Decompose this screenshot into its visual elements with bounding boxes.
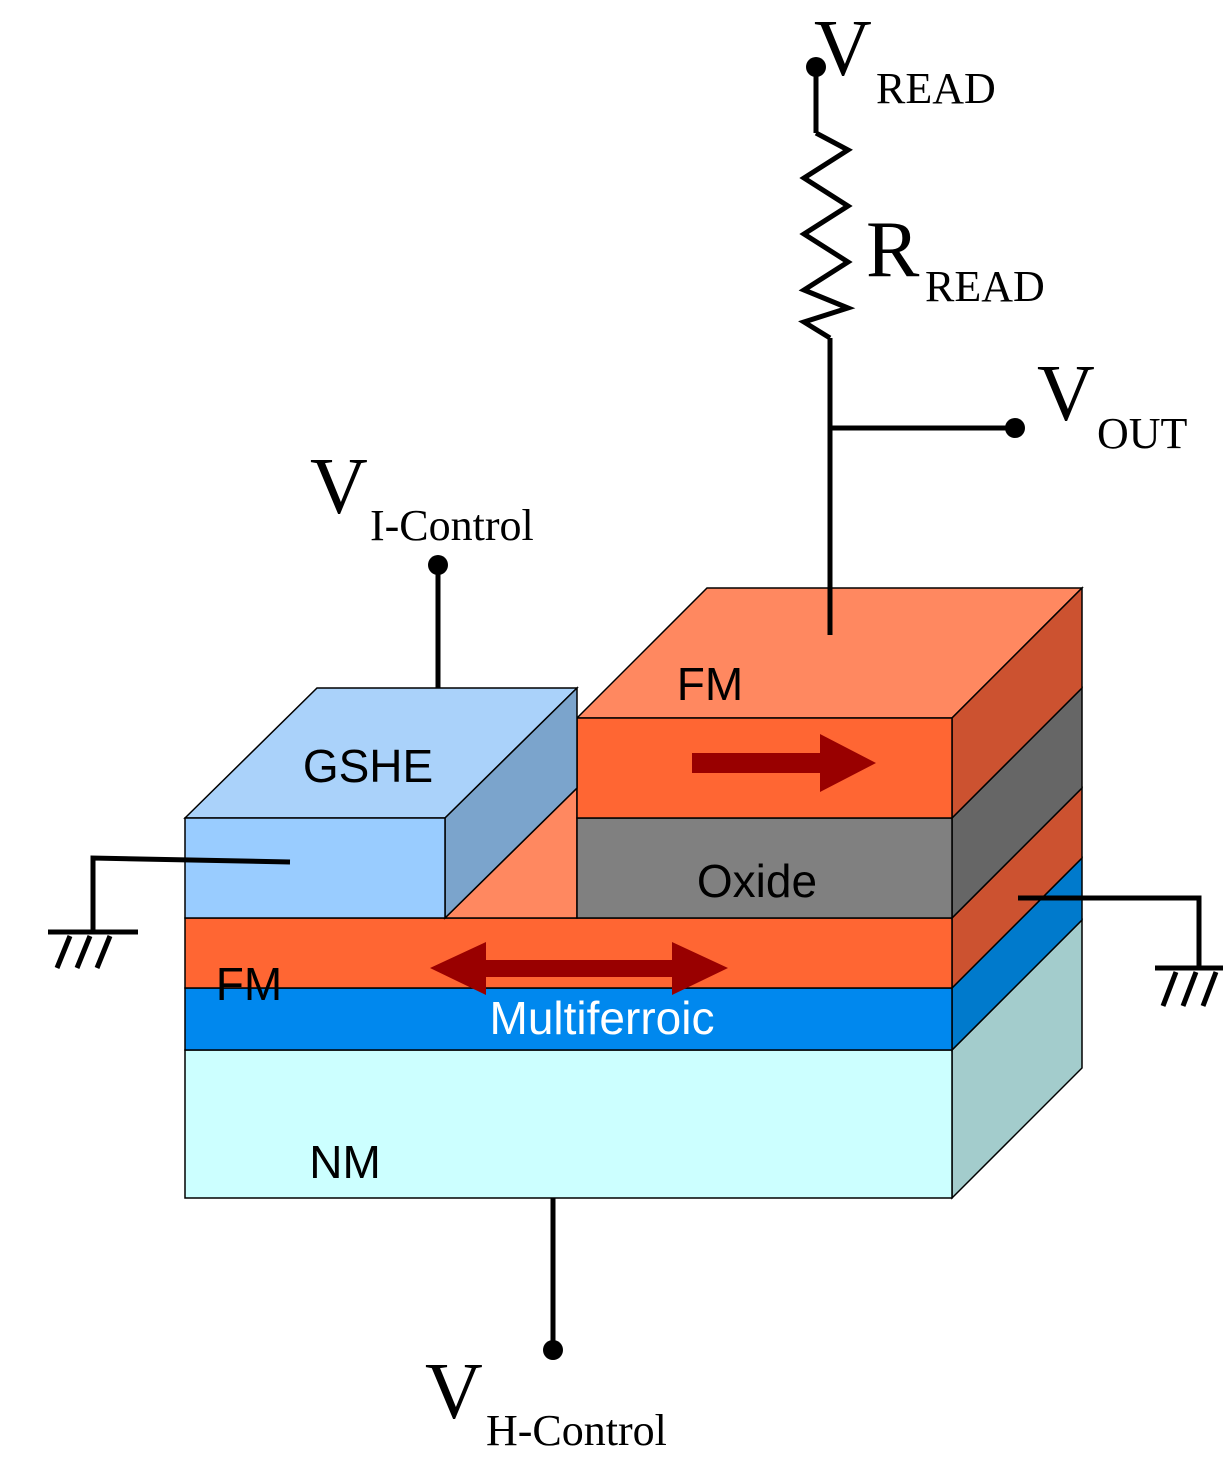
right-ground-hatch-3 (1200, 971, 1219, 1007)
fm-top-layer: FM (575, 586, 1084, 820)
nm-layer: NM (184, 918, 1083, 1200)
oxide-label: Oxide (697, 855, 817, 907)
left-ground-wire (90, 855, 291, 932)
fm-bottom-layer: FM (184, 786, 1083, 1010)
v-read-label: V READ (814, 5, 996, 113)
v-h-control-label: V H-Control (425, 1348, 667, 1455)
oxide-layer: Oxide (576, 686, 1083, 920)
gshe-layer: GSHE (183, 686, 579, 920)
gshe-label: GSHE (303, 740, 433, 792)
wiring (48, 67, 1223, 1348)
fm-top-label: FM (677, 658, 743, 710)
double-arrow (430, 942, 728, 995)
nm-front (184, 1049, 953, 1199)
v-h-control-main: V (425, 1348, 483, 1436)
r-read-main: R (866, 206, 920, 294)
v-read-terminal (806, 57, 826, 77)
v-read-main: V (814, 5, 872, 93)
right-ground-wire (1018, 895, 1202, 968)
nm-label: NM (309, 1136, 381, 1188)
left-ground-hatch-2 (74, 935, 93, 969)
v-out-main: V (1037, 350, 1095, 438)
fm-bottom-label: FM (216, 958, 282, 1010)
gshe-front (184, 817, 446, 919)
right-ground-hatch-2 (1180, 971, 1199, 1007)
resistor (798, 130, 856, 341)
fm-bottom-front (184, 917, 953, 989)
v-i-control-main: V (310, 443, 368, 531)
v-read-sub: READ (876, 64, 996, 113)
left-ground-hatch-1 (54, 935, 73, 969)
terminal-dots (428, 57, 1025, 1360)
left-ground-hatch-3 (94, 935, 113, 969)
v-i-control-terminal (428, 555, 448, 575)
v-h-control-terminal (543, 1340, 563, 1360)
v-out-label: V OUT (1037, 350, 1188, 458)
right-ground-hatch-1 (1160, 971, 1179, 1007)
multiferroic-front (184, 987, 953, 1051)
r-read-label: R READ (866, 206, 1045, 311)
multiferroic-layer: Multiferroic (184, 856, 1083, 1052)
v-i-control-sub: I-Control (370, 501, 534, 550)
r-read-sub: READ (925, 262, 1045, 311)
double-arrow-shape (430, 942, 728, 995)
v-h-control-sub: H-Control (486, 1406, 667, 1455)
v-out-terminal (1005, 418, 1025, 438)
v-i-control-label: V I-Control (310, 443, 534, 550)
multiferroic-label: Multiferroic (490, 992, 715, 1044)
v-out-sub: OUT (1097, 409, 1188, 458)
right-arrow (692, 734, 876, 792)
